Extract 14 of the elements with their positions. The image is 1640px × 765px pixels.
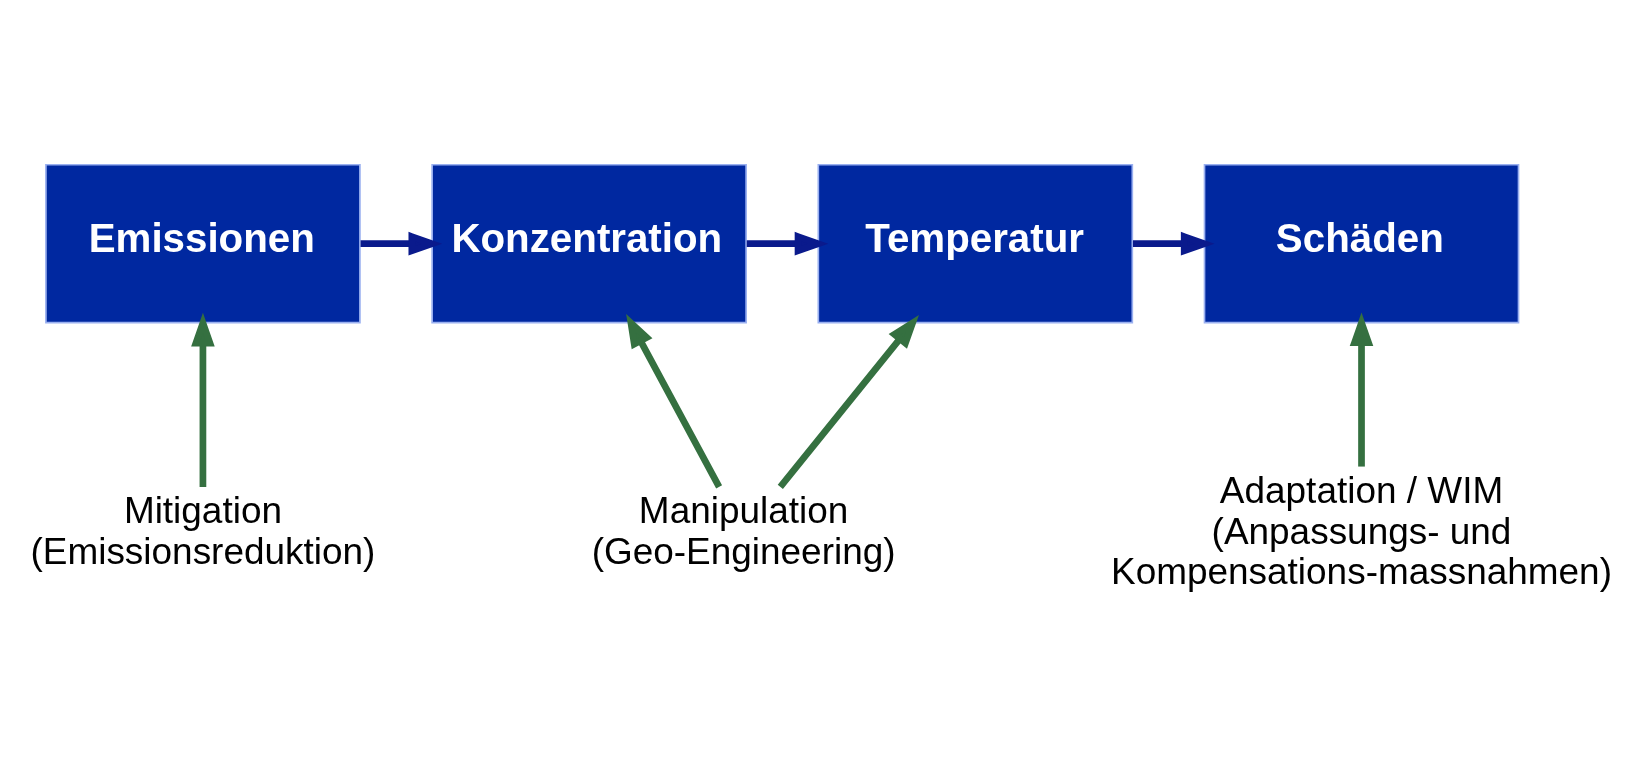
arrow xyxy=(360,231,443,255)
node-box: Temperatur xyxy=(817,163,1134,323)
arrow xyxy=(746,231,829,255)
node-box: Konzentration xyxy=(431,163,747,323)
node-text: Mitigation (Emissionsreduktion) xyxy=(30,489,376,572)
node-text: Manipulation (Geo-Engineering) xyxy=(591,489,896,572)
node-box: Emissionen xyxy=(45,163,361,323)
node-box: Schäden xyxy=(1203,163,1520,323)
arrow xyxy=(626,313,723,489)
node-text: Adaptation / WIM (Anpassungs- und Kompensations-massnahmen) xyxy=(1111,469,1612,592)
arrow xyxy=(777,314,919,489)
arrow xyxy=(1349,311,1374,467)
arrow xyxy=(191,312,215,487)
arrow xyxy=(1132,231,1215,255)
